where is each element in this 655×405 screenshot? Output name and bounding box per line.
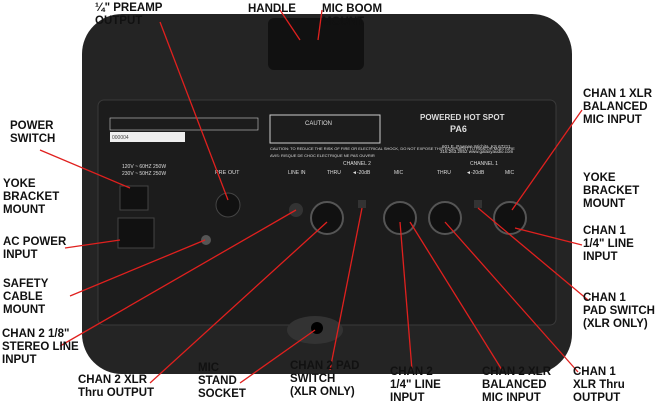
- pre-out-jack: [215, 192, 241, 218]
- label-ch1-thru: CHAN 1 XLR Thru OUTPUT: [573, 366, 625, 404]
- svg-text:120V ~ 60HZ 250W: 120V ~ 60HZ 250W: [122, 164, 166, 170]
- svg-text:CAUTION: TO REDUCE THE RISK OF: CAUTION: TO REDUCE THE RISK OF FIRE OR E…: [270, 146, 515, 151]
- leader-lines: [39, 9, 589, 384]
- svg-text:AVIS: RISQUE DE CHOC ELECTRIQU: AVIS: RISQUE DE CHOC ELECTRIQUE NE PAS O…: [270, 153, 375, 158]
- label-ch2-pad: CHAN 2 PAD SWITCH (XLR ONLY): [290, 360, 360, 398]
- svg-text:MIC: MIC: [505, 170, 515, 176]
- svg-text:THRU: THRU: [327, 170, 341, 176]
- label-preamp-output: ¼" PREAMP OUTPUT: [95, 2, 163, 27]
- label-yoke-left: YOKE BRACKET MOUNT: [3, 178, 60, 216]
- caution-box: [269, 114, 381, 144]
- safety-cable-mount: [201, 235, 211, 245]
- power-switch: [119, 185, 149, 211]
- label-ch2-line: CHAN 2 1/4" LINE INPUT: [390, 366, 441, 404]
- label-mic-stand: MIC STAND SOCKET: [198, 362, 246, 400]
- label-ac-power: AC POWER INPUT: [3, 236, 67, 261]
- svg-text:POWERED HOT SPOT: POWERED HOT SPOT: [420, 113, 505, 122]
- svg-text:◄-20dB: ◄-20dB: [466, 170, 485, 176]
- label-mic-boom-mount: MIC BOOM MOUNT: [322, 3, 383, 28]
- svg-text:MIC: MIC: [394, 170, 404, 176]
- svg-text:230V ~ 50HZ 250W: 230V ~ 50HZ 250W: [122, 171, 166, 177]
- svg-text:◄-20dB: ◄-20dB: [352, 170, 371, 176]
- svg-text:PA6: PA6: [450, 124, 467, 134]
- svg-text:601 E. Pawnee Wichita, KS 6721: 601 E. Pawnee Wichita, KS 67211: [442, 144, 511, 149]
- svg-text:CHANNEL 1: CHANNEL 1: [470, 161, 498, 167]
- label-ch1-mic: CHAN 1 XLR BALANCED MIC INPUT: [583, 88, 653, 126]
- ac-inlet: [117, 217, 155, 249]
- label-yoke-right: YOKE BRACKET MOUNT: [583, 172, 640, 210]
- svg-text:LINE IN: LINE IN: [288, 170, 306, 176]
- label-ch2-stereo: CHAN 2 1/8" STEREO LINE INPUT: [2, 328, 79, 366]
- svg-text:THRU: THRU: [437, 170, 451, 176]
- serial-grid: [109, 117, 259, 131]
- svg-text:316.263.2852 www.galaxyaudio.c: 316.263.2852 www.galaxyaudio.com: [440, 149, 514, 154]
- svg-text:000004: 000004: [112, 135, 129, 141]
- svg-text:CAUTION: CAUTION: [305, 121, 332, 127]
- label-ch2-mic: CHAN 2 XLR BALANCED MIC INPUT: [482, 366, 552, 404]
- serial-box: [110, 132, 185, 142]
- label-ch2-thru: CHAN 2 XLR Thru OUTPUT: [78, 374, 155, 399]
- label-power-switch: POWER SWITCH: [10, 120, 56, 145]
- svg-text:PRE OUT: PRE OUT: [215, 170, 240, 176]
- handle: [268, 18, 364, 70]
- label-handle: HANDLE: [248, 3, 296, 15]
- label-safety-cable: SAFETY CABLE MOUNT: [3, 278, 49, 316]
- svg-text:CHANNEL 2: CHANNEL 2: [343, 161, 371, 167]
- label-ch1-line: CHAN 1 1/4" LINE INPUT: [583, 225, 634, 263]
- label-ch1-pad: CHAN 1 PAD SWITCH (XLR ONLY): [583, 292, 655, 330]
